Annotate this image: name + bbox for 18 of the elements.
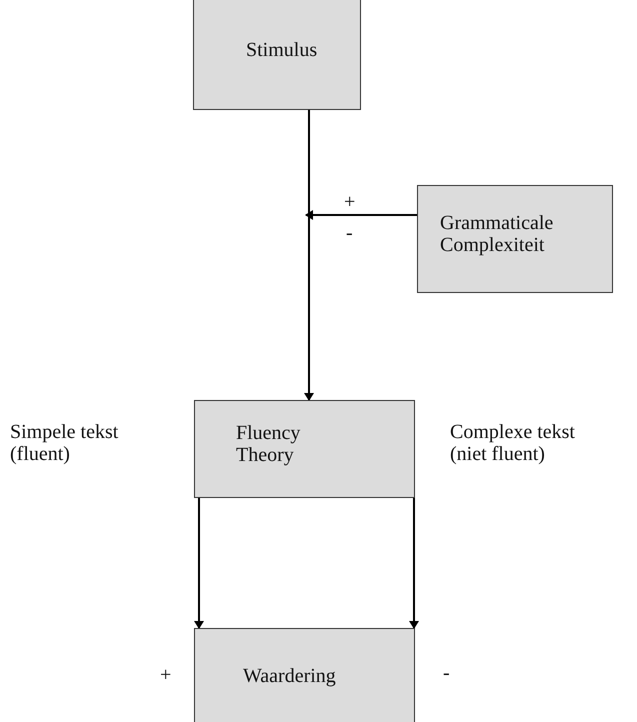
arrow — [409, 498, 419, 629]
side-note: - — [443, 662, 451, 684]
process-box — [194, 400, 415, 498]
process-box — [194, 628, 415, 722]
side-note: Simpele tekst (fluent) — [10, 421, 120, 465]
side-note: Complexe tekst (niet fluent) — [450, 421, 576, 465]
process-box — [193, 0, 361, 110]
node-label: Waardering — [243, 665, 337, 687]
process-box — [417, 185, 613, 293]
node-label: Stimulus — [246, 39, 318, 61]
arrow — [305, 210, 417, 220]
node-label: Grammaticale Complexiteit — [440, 212, 554, 256]
node-label: Fluency Theory — [236, 422, 302, 466]
sign-label: - — [346, 222, 353, 244]
side-note: + — [160, 664, 172, 686]
sign-label: + — [344, 191, 356, 213]
arrow — [304, 110, 314, 401]
arrow — [194, 498, 204, 629]
